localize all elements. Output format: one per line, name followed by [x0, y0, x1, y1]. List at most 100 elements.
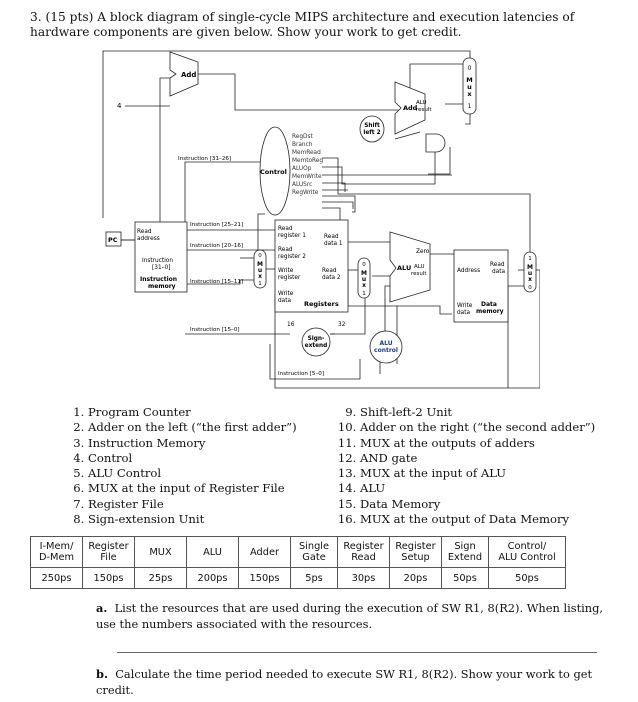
table-cell: 5ps: [290, 567, 338, 589]
register-file: [274, 219, 349, 313]
list-item: Control: [88, 451, 297, 466]
width-16: 16: [287, 322, 295, 328]
list-item: Adder on the left (“the first adder”): [88, 420, 297, 435]
table-header-cell: ALU: [186, 536, 239, 568]
mux-top-label: M: [466, 76, 472, 84]
zero-label: Zero: [416, 249, 430, 255]
main-alu: [389, 231, 431, 303]
field-15-11: Instruction [15–11]: [190, 279, 243, 285]
part-b-text: Calculate the time period needed to exec…: [96, 667, 593, 697]
signal-regwrite: RegWrite: [292, 190, 319, 196]
field-15-0: Instruction [15–0]: [190, 327, 240, 333]
pc-label: PC: [108, 236, 118, 244]
table-cell: 50ps: [441, 567, 489, 589]
sign-extend: [301, 327, 331, 357]
list-item: AND gate: [360, 451, 595, 466]
svg-text:register: register: [278, 275, 301, 281]
svg-text:1: 1: [528, 256, 532, 262]
table-header-cell: MUX: [134, 536, 187, 568]
alu-control: [369, 330, 403, 364]
sign-extend-label: Sign-: [308, 336, 325, 342]
read-register-2-label: Read: [278, 247, 293, 253]
list-item: ALU Control: [88, 466, 297, 481]
table-header-cell: Adder: [238, 536, 291, 568]
svg-text:[31–0]: [31–0]: [152, 265, 171, 271]
address-label: Address: [457, 268, 480, 274]
answer-line[interactable]: [117, 652, 597, 653]
write-data-label: Write: [278, 291, 294, 297]
resource-list-left: Program Counter Adder on the left (“the …: [66, 405, 297, 527]
svg-text:memory: memory: [148, 283, 176, 290]
signal-memwrite: MemWrite: [292, 174, 322, 180]
signal-branch: Branch: [292, 142, 313, 148]
svg-text:x: x: [528, 276, 532, 283]
alu-label: ALU: [397, 264, 411, 272]
list-item: MUX at the input of Register File: [88, 481, 297, 496]
control-unit: [259, 126, 291, 216]
table-cell: 25ps: [134, 567, 187, 589]
instruction-bus-label: Instruction: [142, 258, 173, 264]
part-b-label: b.: [96, 667, 108, 681]
program-counter: [105, 231, 122, 247]
svg-text:1: 1: [362, 291, 366, 297]
part-a: a. List the resources that are used duri…: [96, 600, 616, 632]
second-adder-label: Add: [403, 104, 418, 112]
read-address-label: Read: [137, 229, 152, 235]
svg-text:x: x: [362, 282, 366, 289]
part-a-text: List the resources that are used during …: [96, 601, 604, 631]
svg-text:M: M: [361, 270, 367, 277]
mips-diagram: 0 M u x 1 Add 4 Add ALU result Shift lef…: [102, 50, 540, 389]
svg-text:result: result: [416, 107, 432, 113]
svg-text:data: data: [492, 269, 506, 275]
instruction-memory: [134, 221, 188, 293]
table-cell: 150ps: [238, 567, 291, 589]
registers-label: Registers: [304, 300, 339, 308]
table-cell: 150ps: [82, 567, 135, 589]
alu-control-label: ALU: [379, 340, 392, 347]
svg-text:u: u: [528, 270, 532, 277]
mux-top-0: 0: [468, 65, 472, 72]
list-item: Instruction Memory: [88, 436, 297, 451]
read-data-label: Read: [490, 262, 505, 268]
instruction-memory-label: Instruction: [140, 276, 177, 283]
first-adder: [169, 51, 199, 97]
svg-text:memory: memory: [476, 308, 504, 315]
table-header-cell: Control/ALU Control: [488, 536, 566, 568]
and-gate: [425, 133, 446, 153]
second-adder: [394, 81, 426, 135]
field-31-26: Instruction [31–26]: [178, 156, 231, 162]
field-25-21: Instruction [25–21]: [190, 222, 243, 228]
svg-text:register 1: register 1: [278, 233, 306, 239]
resource-list-right: Shift-left-2 Unit Adder on the right (“t…: [338, 405, 595, 527]
table-cell: 200ps: [186, 567, 239, 589]
svg-text:data: data: [278, 298, 292, 304]
svg-text:control: control: [374, 347, 398, 354]
part-a-label: a.: [96, 601, 108, 615]
question-intro: 3. (15 pts) A block diagram of single-cy…: [30, 10, 575, 39]
list-item: MUX at the outputs of adders: [360, 436, 595, 451]
list-item: ALU: [360, 481, 595, 496]
svg-text:M: M: [257, 261, 263, 268]
svg-text:0: 0: [528, 285, 532, 291]
svg-text:1: 1: [258, 281, 262, 287]
svg-text:M: M: [527, 264, 533, 271]
read-data-1-label: Read: [324, 234, 339, 240]
first-adder-label: Add: [181, 71, 196, 79]
table-cell: 250ps: [30, 567, 83, 589]
table-cell: 50ps: [488, 567, 566, 589]
table-cell: 20ps: [389, 567, 442, 589]
shift-left-2: [359, 115, 385, 143]
signal-alusrc: ALUSrc: [292, 182, 312, 188]
write-data-mem-label: Write: [457, 303, 473, 309]
alusrc-mux: [357, 257, 371, 299]
table-cell: 30ps: [337, 567, 390, 589]
field-5-0: Instruction [5–0]: [278, 371, 324, 377]
alu-result-label: ALU: [414, 264, 425, 270]
list-item: MUX at the input of ALU: [360, 466, 595, 481]
shift-left-label: Shift: [364, 123, 380, 129]
signal-regdst: RegDst: [292, 134, 313, 140]
branch-mux: [462, 57, 477, 115]
